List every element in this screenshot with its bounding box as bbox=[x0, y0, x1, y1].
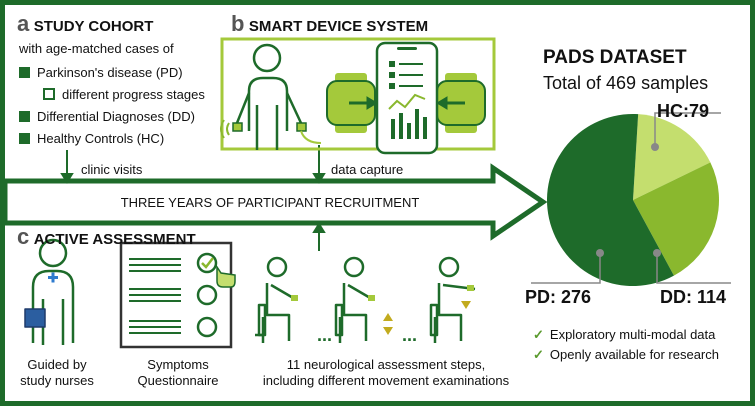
timeline-arrow bbox=[5, 163, 548, 241]
pointer-hand-icon bbox=[216, 264, 236, 288]
dd-marker bbox=[653, 249, 661, 257]
dark-square-icon bbox=[19, 133, 30, 144]
person-icon bbox=[235, 43, 303, 150]
section-b-header: b SMART DEVICE SYSTEM bbox=[231, 11, 428, 37]
pie-label-pd: PD: 276 bbox=[525, 287, 592, 307]
dataset-title: PADS DATASET bbox=[543, 47, 687, 68]
left-wristband bbox=[232, 122, 243, 132]
smartphone-icon bbox=[375, 41, 439, 155]
up-down-arrow-icon bbox=[383, 313, 393, 335]
questionnaire-label: Symptoms Questionnaire bbox=[137, 357, 219, 388]
check-icon: ✓ bbox=[533, 347, 544, 362]
wristband-2 bbox=[368, 295, 375, 301]
ellipsis-2: ... bbox=[402, 325, 418, 345]
outline-square-icon bbox=[43, 88, 55, 100]
nurse-icon bbox=[24, 238, 75, 345]
cohort-item-pd: Parkinson's disease (PD) bbox=[19, 65, 183, 80]
cohort-item-hc: Healthy Controls (HC) bbox=[19, 131, 164, 146]
pie-slice-hc bbox=[633, 114, 711, 200]
feature-item-1: ✓Exploratory multi-modal data bbox=[533, 327, 716, 342]
diagram-graphics bbox=[5, 37, 731, 349]
nurse-label: Guided by study nurses bbox=[20, 357, 94, 388]
wristband-3 bbox=[467, 285, 474, 291]
pie-slice-dd bbox=[633, 162, 719, 276]
down-arrow-icon bbox=[461, 301, 471, 309]
clinic-visits-arrow bbox=[60, 150, 74, 184]
smart-device-frame bbox=[220, 37, 496, 151]
cohort-item-dd: Differential Diagnoses (DD) bbox=[19, 109, 195, 124]
check-icon: ✓ bbox=[533, 327, 544, 342]
wristband-1 bbox=[291, 295, 298, 301]
pie-label-dd: DD: 114 bbox=[660, 287, 727, 307]
sync-arrows-icon bbox=[349, 96, 465, 110]
section-c-letter: c bbox=[17, 224, 30, 249]
pie-label-hc: HC:79 bbox=[657, 101, 710, 121]
hc-marker bbox=[651, 143, 659, 151]
seated-person-3-icon bbox=[429, 256, 476, 343]
timeline-label: THREE YEARS OF PARTICIPANT RECRUITMENT bbox=[120, 195, 420, 210]
dark-square-icon bbox=[19, 67, 30, 78]
ellipsis-1: ... bbox=[317, 325, 333, 345]
section-a-letter: a bbox=[17, 11, 30, 36]
pd-marker bbox=[596, 249, 604, 257]
clinic-visits-label: clinic visits bbox=[81, 162, 143, 177]
dataset-subtitle: Total of 469 samples bbox=[543, 73, 709, 93]
seated-person-1-icon bbox=[255, 256, 296, 343]
section-b-title: SMART DEVICE SYSTEM bbox=[248, 18, 429, 35]
data-capture-label: data capture bbox=[331, 162, 404, 177]
cohort-item-stages: different progress stages bbox=[43, 87, 205, 102]
assessment-arrow bbox=[312, 222, 326, 251]
dark-square-icon bbox=[19, 111, 30, 122]
pie-chart bbox=[547, 114, 719, 286]
nurse-cross-v bbox=[51, 272, 55, 283]
pie-slice-pd bbox=[547, 114, 674, 286]
section-c-header: c ACTIVE ASSESSMENT bbox=[17, 224, 196, 250]
questionnaire-icon bbox=[119, 241, 233, 349]
right-wristband bbox=[296, 122, 307, 132]
pie-leader-lines bbox=[531, 112, 731, 284]
section-a-title: STUDY COHORT bbox=[33, 18, 154, 35]
section-a-subtitle: with age-matched cases of bbox=[19, 41, 174, 56]
section-b-letter: b bbox=[231, 11, 245, 36]
section-c-title: ACTIVE ASSESSMENT bbox=[33, 231, 196, 248]
feature-item-2: ✓Openly available for research bbox=[533, 347, 719, 362]
section-a-header: a STUDY COHORT bbox=[17, 11, 153, 37]
seated-person-2-icon bbox=[334, 256, 373, 343]
signal-icon bbox=[220, 119, 230, 139]
data-capture-arrow bbox=[312, 145, 326, 184]
steps-label: 11 neurological assessment steps, includ… bbox=[262, 357, 510, 388]
